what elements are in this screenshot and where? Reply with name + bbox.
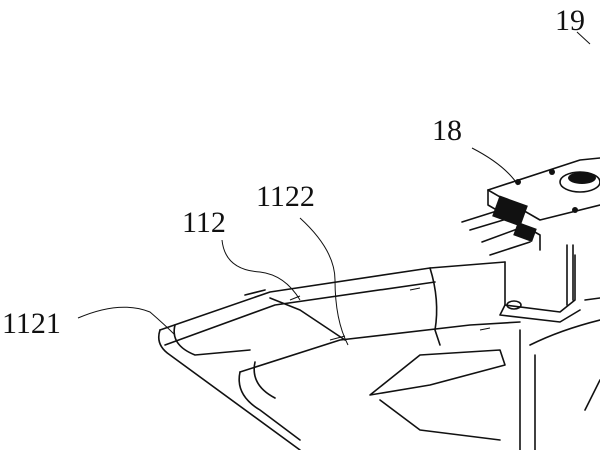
label-18: 18 <box>432 114 462 147</box>
label-112: 112 <box>182 206 226 239</box>
controller-box <box>461 157 600 256</box>
leader-lines <box>77 31 591 346</box>
label-19: 19 <box>555 4 585 37</box>
label-1121: 1121 <box>2 307 61 340</box>
pedestal <box>499 244 600 323</box>
label-1122: 1122 <box>256 180 315 213</box>
base-frame <box>157 261 600 450</box>
